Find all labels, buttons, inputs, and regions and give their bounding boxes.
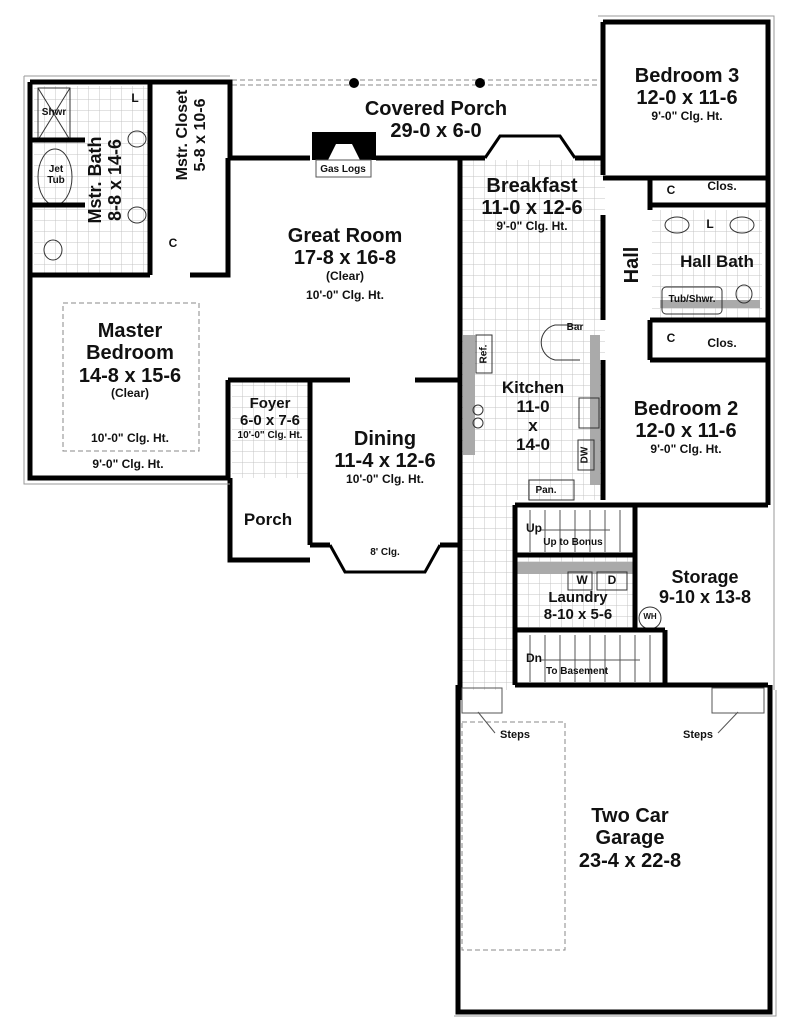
ceiling-height: 9'-0" Clg. Ht. [650,441,722,456]
room-name: Mstr. Closet [174,89,192,181]
closet-label: Clos. [707,336,737,350]
room-name: Foyer [249,395,291,412]
room-size: 11-4 x 12-6 [334,450,436,473]
ceiling-height: 9'-0" Clg. Ht. [92,457,164,471]
room-name: Garage [595,827,665,850]
ceiling-height: 10'-0" Clg. Ht. [346,471,424,486]
fireplace [312,132,376,160]
ceiling-height: 9'-0" Clg. Ht. [496,218,568,233]
ceiling-height: 10'-0" Clg. Ht. [237,429,303,441]
room-size: 8-8 x 14-6 [105,138,125,222]
room-name: Laundry [548,589,608,606]
room-size: 29-0 x 6-0 [390,120,482,143]
walls [27,19,773,1015]
room-size: 11-0 [516,397,550,417]
closet-label: C [168,236,178,250]
steps-outlines [461,687,765,734]
room-name: Mstr. Bath [84,136,105,224]
room-size: 17-8 x 16-8 [293,247,397,270]
lav-label: L [131,91,139,105]
room-size: 11-0 x 12-6 [481,197,583,220]
bay-ceiling-label: 8' Clg. [370,547,400,558]
ceiling-height: 10'-0" Clg. Ht. [306,288,384,303]
washer-label: W [576,573,588,587]
room-size: 23-4 x 22-8 [578,849,682,872]
tub-shower-label: Tub/Shwr. [668,294,716,305]
stairs-up-label: Up [526,521,542,535]
room-name: Great Room [287,225,403,247]
room-size: 14-0 [515,435,551,455]
counters [463,300,760,574]
lav-label: L [706,217,714,231]
room-name: Covered Porch [364,98,508,120]
covered-porch-outline [62,79,600,951]
steps-label: Steps [683,729,713,741]
stairs-up-note: Up to Bonus [543,537,603,548]
room-name: Kitchen [501,378,565,397]
dryer-label: D [607,573,617,587]
closet-label: Clos. [707,179,737,193]
room-note: (Clear) [325,268,364,283]
pantry-label: Pan. [535,485,557,496]
room-name: Bedroom 3 [634,65,740,87]
closet-label: C [666,331,676,345]
room-name: Bedroom [86,342,174,365]
ceiling-height: 10'-0" Clg. Ht. [91,431,169,445]
ceiling-height: 9'-0" Clg. Ht. [651,108,723,123]
room-size: 6-0 x 7-6 [239,411,301,429]
fixtures [37,87,755,630]
porch-columns [349,78,485,88]
shower-label: Shwr [41,107,67,118]
bar-label: Bar [566,322,584,333]
room-size: 5-8 x 10-6 [192,98,209,172]
closet-label: C [666,183,676,197]
room-note: (Clear) [110,386,150,401]
stairs-down-label: Dn [526,651,542,665]
jet-tub-label: Jet Tub [47,164,65,187]
stairs [529,510,651,682]
room-name: Breakfast [486,175,578,197]
hall-label: Hall [620,246,643,284]
room-name: Storage [671,567,739,587]
stairs-down-note: To Basement [545,666,609,677]
room-name: Master [97,320,163,342]
room-name: Dining [353,428,417,450]
porch-label: Porch [243,510,293,529]
room-name: Two Car [591,805,669,827]
exterior-trim [23,15,777,1017]
water-heater-label: WH [643,612,657,621]
dishwasher-label: DW [579,446,591,464]
gas-logs-label: Gas Logs [320,164,366,175]
gas-logs-box [315,159,372,178]
refrigerator-label: Ref. [478,344,490,364]
room-size: 12-0 x 11-6 [635,420,737,443]
hall-bath-label: Hall Bath [680,252,754,271]
room-name: Bedroom 2 [633,398,739,420]
room-size: 8-10 x 5-6 [543,605,613,623]
room-size: 14-8 x 15-6 [78,364,182,387]
steps-label: Steps [500,729,530,741]
room-size: 12-0 x 11-6 [636,87,738,110]
room-size: x [528,416,538,436]
room-size: 9-10 x 13-8 [658,587,752,608]
